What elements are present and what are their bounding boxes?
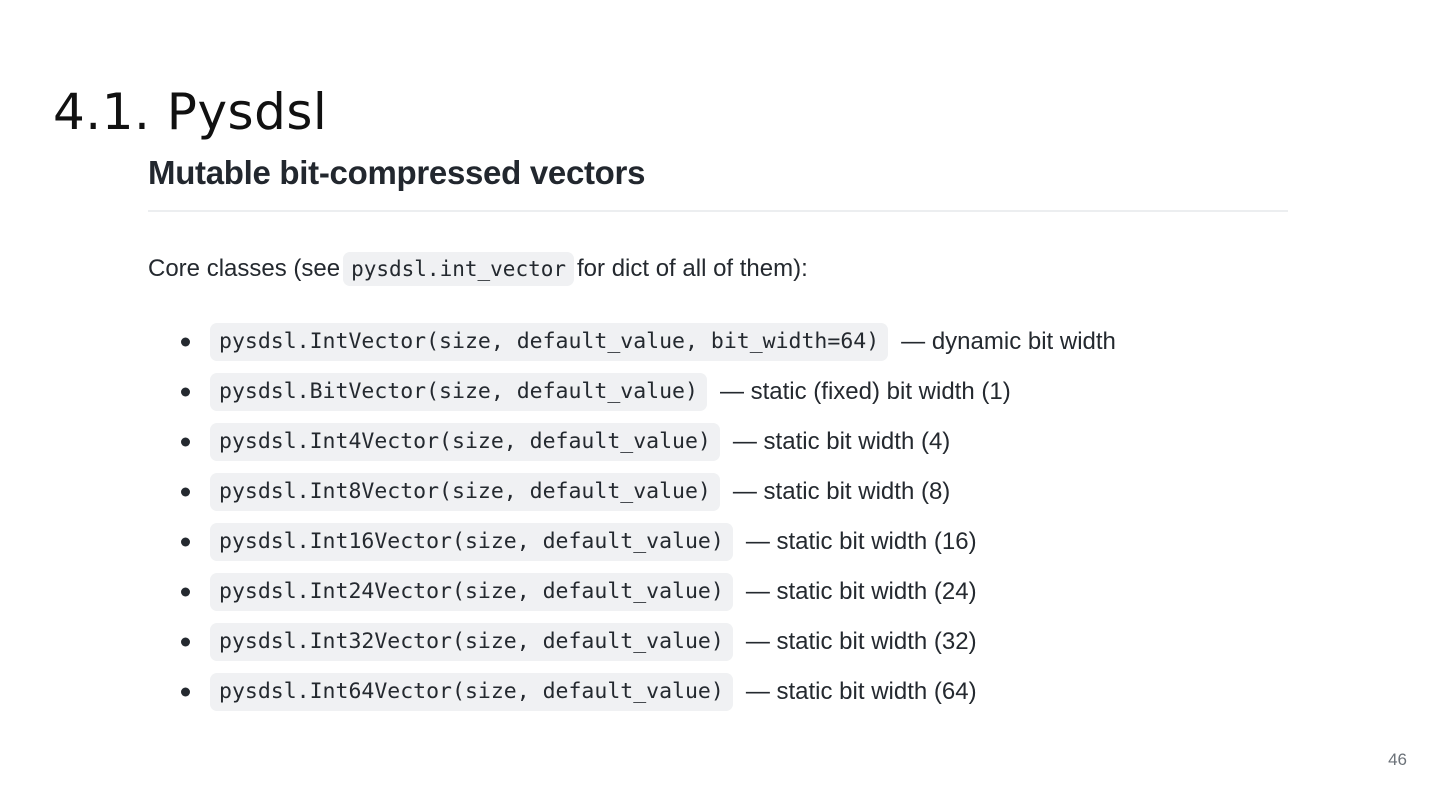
bullet-dot-icon <box>181 587 190 597</box>
class-description: — static (fixed) bit width (1) <box>719 378 1011 405</box>
bullet-dot-icon <box>181 537 190 547</box>
list-item: pysdsl.IntVector(size, default_value, bi… <box>148 317 1290 367</box>
list-item: pysdsl.BitVector(size, default_value) — … <box>148 367 1290 417</box>
class-signature-code: pysdsl.Int64Vector(size, default_value) <box>210 673 733 711</box>
intro-text-before: Core classes (see <box>148 255 341 282</box>
bullet-dot-icon <box>181 337 190 347</box>
class-list: pysdsl.IntVector(size, default_value, bi… <box>148 317 1290 717</box>
class-signature-code: pysdsl.IntVector(size, default_value, bi… <box>210 323 889 361</box>
list-item: pysdsl.Int4Vector(size, default_value) —… <box>148 417 1290 467</box>
list-item: pysdsl.Int24Vector(size, default_value) … <box>148 567 1290 617</box>
inline-code-int-vector: pysdsl.int_vector <box>343 252 575 286</box>
intro-text-after: for dict of all of them): <box>577 255 808 282</box>
page-number: 46 <box>1388 750 1407 769</box>
page-title: 4.1. Pysdsl <box>53 82 328 141</box>
section-heading: Mutable bit-compressed vectors <box>148 154 646 191</box>
class-signature-code: pysdsl.BitVector(size, default_value) <box>210 373 707 411</box>
content-card: Mutable bit-compressed vectors Core clas… <box>148 152 1290 717</box>
bullet-dot-icon <box>181 387 190 397</box>
list-item: pysdsl.Int32Vector(size, default_value) … <box>148 617 1290 667</box>
class-signature-code: pysdsl.Int16Vector(size, default_value) <box>210 523 733 561</box>
class-description: — static bit width (64) <box>745 678 977 705</box>
bullet-dot-icon <box>181 687 190 697</box>
list-item: pysdsl.Int16Vector(size, default_value) … <box>148 517 1290 567</box>
class-description: — static bit width (8) <box>732 478 951 505</box>
intro-paragraph: Core classes (see pysdsl.int_vector for … <box>148 252 1290 286</box>
class-signature-code: pysdsl.Int24Vector(size, default_value) <box>210 573 733 611</box>
class-description: — static bit width (24) <box>745 578 977 605</box>
class-signature-code: pysdsl.Int4Vector(size, default_value) <box>210 423 720 461</box>
bullet-dot-icon <box>181 487 190 497</box>
class-description: — dynamic bit width <box>901 328 1116 355</box>
class-signature-code: pysdsl.Int8Vector(size, default_value) <box>210 473 720 511</box>
class-description: — static bit width (32) <box>745 628 977 655</box>
list-item: pysdsl.Int64Vector(size, default_value) … <box>148 667 1290 717</box>
bullet-dot-icon <box>181 437 190 447</box>
class-description: — static bit width (4) <box>732 428 951 455</box>
class-description: — static bit width (16) <box>745 528 977 555</box>
list-item: pysdsl.Int8Vector(size, default_value) —… <box>148 467 1290 517</box>
heading-divider <box>148 210 1288 212</box>
bullet-dot-icon <box>181 637 190 647</box>
class-signature-code: pysdsl.Int32Vector(size, default_value) <box>210 623 733 661</box>
